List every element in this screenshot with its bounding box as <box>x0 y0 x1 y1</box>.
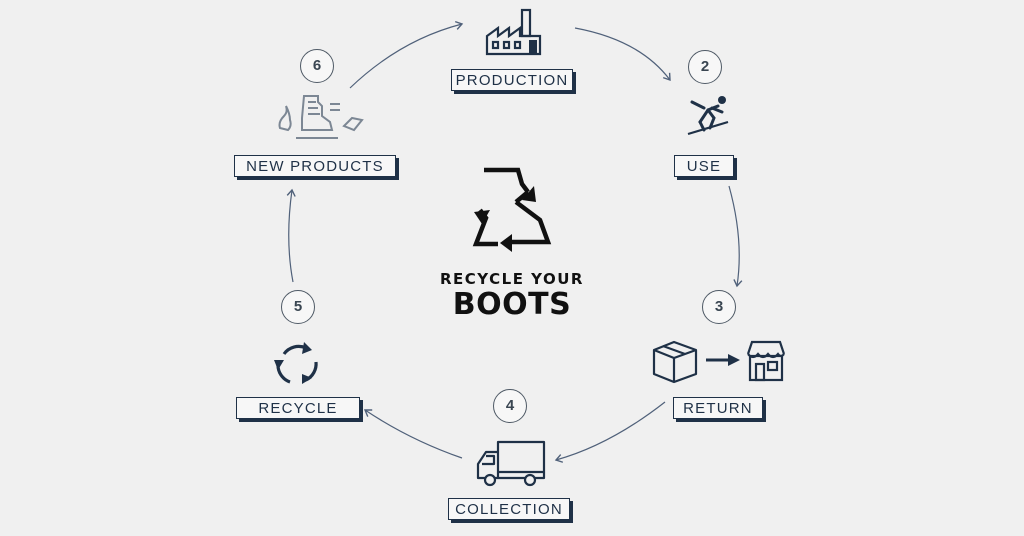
brand-line-1: RECYCLE YOUR <box>440 270 584 288</box>
arrow-new-products-to-production <box>349 20 464 89</box>
step-label-return: RETURN <box>673 397 763 419</box>
arrow-use-to-return <box>728 185 743 288</box>
recycle-boot-logo-icon <box>472 167 552 252</box>
recycle-arrows-icon <box>274 342 318 384</box>
step-number-4: 4 <box>493 389 527 423</box>
factory-icon <box>485 8 542 56</box>
truck-icon <box>476 440 546 487</box>
arrow-production-to-use <box>574 27 671 82</box>
arrow-recycle-to-new-products <box>286 188 296 283</box>
step-label-production: PRODUCTION <box>451 69 573 91</box>
skier-icon <box>687 96 729 136</box>
box-to-store-icon <box>652 340 786 384</box>
step-number-5: 5 <box>281 290 315 324</box>
step-number-2: 2 <box>688 50 722 84</box>
step-label-use: USE <box>674 155 734 177</box>
step-number-3: 3 <box>702 290 736 324</box>
step-label-recycle: RECYCLE <box>236 397 360 419</box>
arrow-return-to-collection <box>554 401 666 463</box>
new-products-icon <box>278 95 364 139</box>
step-number-6: 6 <box>300 49 334 83</box>
brand-line-2: BOOTS <box>452 287 572 322</box>
step-label-new-products: NEW PRODUCTS <box>234 155 396 177</box>
step-label-collection: COLLECTION <box>448 498 570 520</box>
arrow-collection-to-recycle <box>363 409 463 459</box>
